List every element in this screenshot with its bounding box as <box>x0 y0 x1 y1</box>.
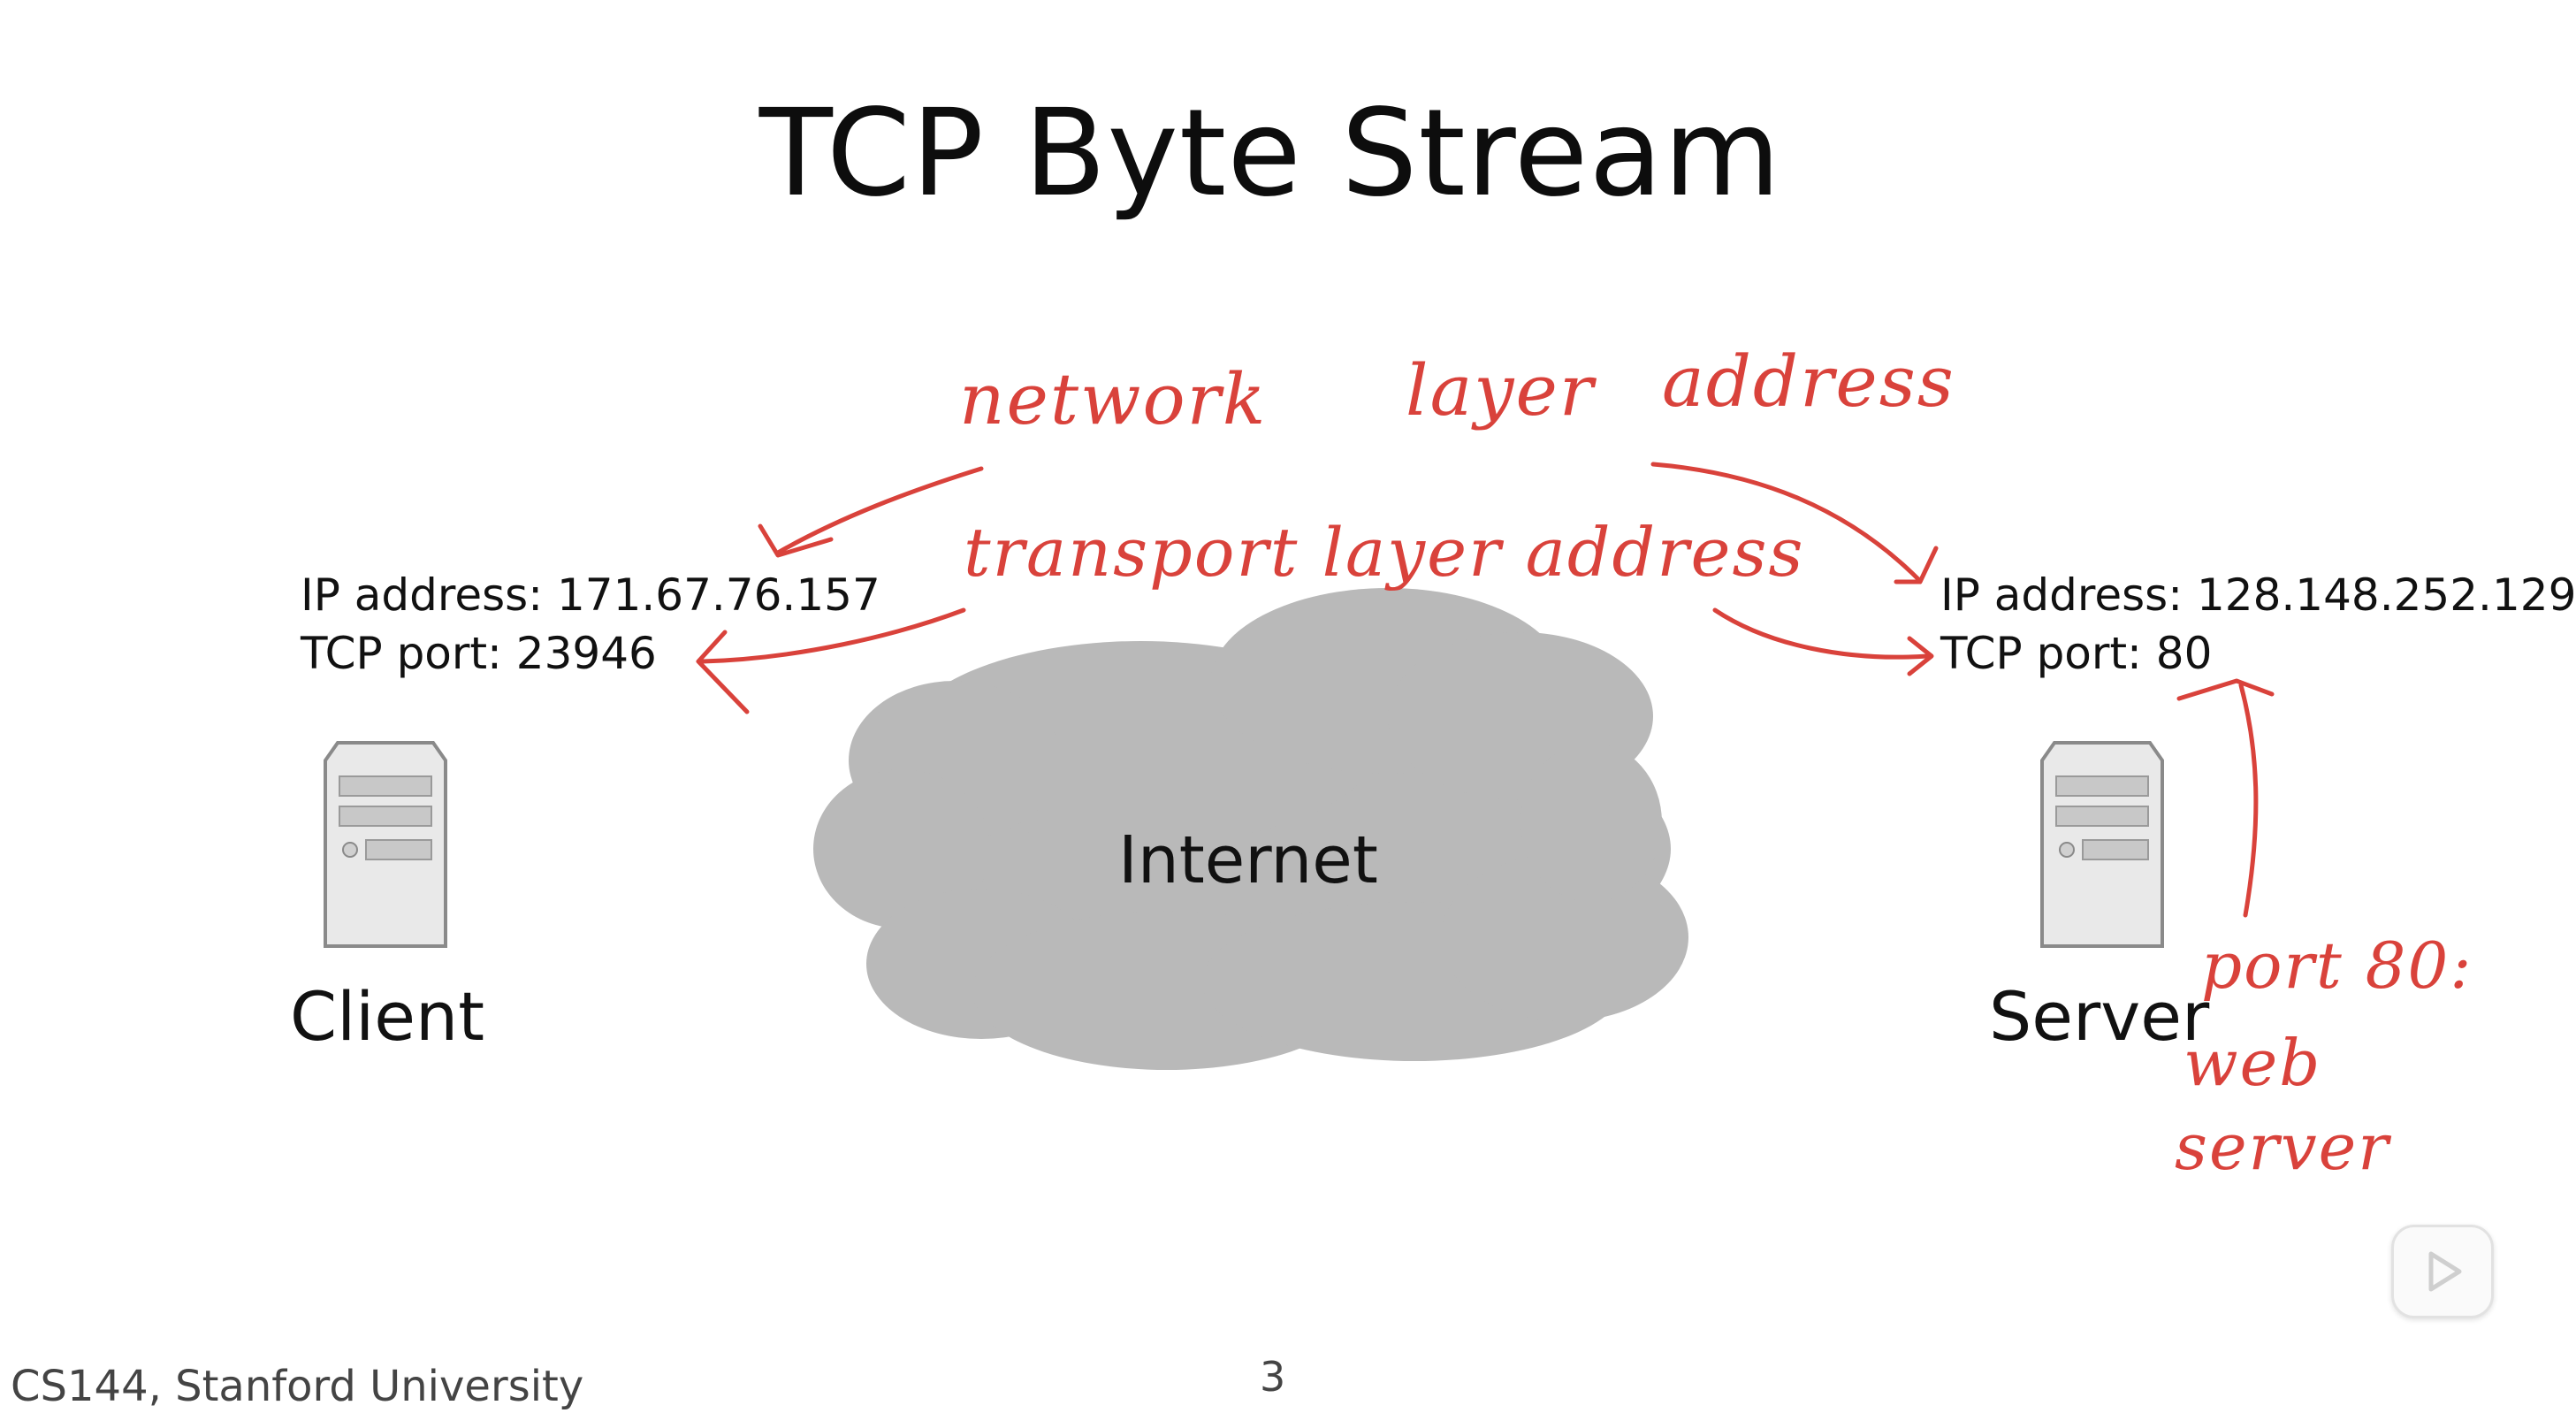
internet-label: Internet <box>1118 822 1378 898</box>
slide-footer: CS144, Stanford University <box>11 1362 584 1411</box>
play-icon <box>2428 1251 2462 1292</box>
client-label: Client <box>290 977 485 1056</box>
network-arrow-right <box>1650 462 1921 582</box>
annotation-web: web <box>2184 1026 2322 1100</box>
play-button[interactable] <box>2391 1225 2494 1318</box>
client-tcp-port: TCP port: 23946 <box>301 628 657 679</box>
port80-arrowhead <box>2176 678 2275 701</box>
server-label: Server <box>1989 977 2210 1056</box>
transport-arrowhead-left <box>696 630 750 714</box>
annotation-layer: layer <box>1406 349 1596 432</box>
port80-arrow <box>2238 683 2259 918</box>
server-tower-icon <box>2040 741 2164 948</box>
cloud-icon <box>813 588 1688 1070</box>
page-number: 3 <box>1260 1353 1286 1401</box>
network-arrowhead-left <box>758 523 834 558</box>
annotation-server: server <box>2175 1110 2390 1184</box>
annotation-address: address <box>1662 340 1955 423</box>
annotation-network: network <box>959 358 1268 440</box>
server-address-block: IP address: 128.148.252.129 TCP port: 80 <box>1940 566 2576 683</box>
annotation-transport-layer-address: transport layer address <box>964 513 1805 592</box>
client-address-block: IP address: 171.67.76.157 TCP port: 2394… <box>301 566 880 683</box>
network-arrow-left <box>775 466 984 555</box>
annotation-port80: port 80: <box>2201 928 2473 1003</box>
transport-arrow-right <box>1712 607 1930 660</box>
transport-arrow-left <box>700 607 966 664</box>
server-ip-address: IP address: 128.148.252.129 <box>1940 569 2576 621</box>
network-arrowhead-right <box>1894 546 1939 584</box>
server-tcp-port: TCP port: 80 <box>1940 628 2213 679</box>
transport-arrowhead-right <box>1907 636 1934 676</box>
client-ip-address: IP address: 171.67.76.157 <box>301 569 880 621</box>
client-server-icon <box>324 741 447 948</box>
slide-title: TCP Byte Stream <box>758 84 1782 224</box>
